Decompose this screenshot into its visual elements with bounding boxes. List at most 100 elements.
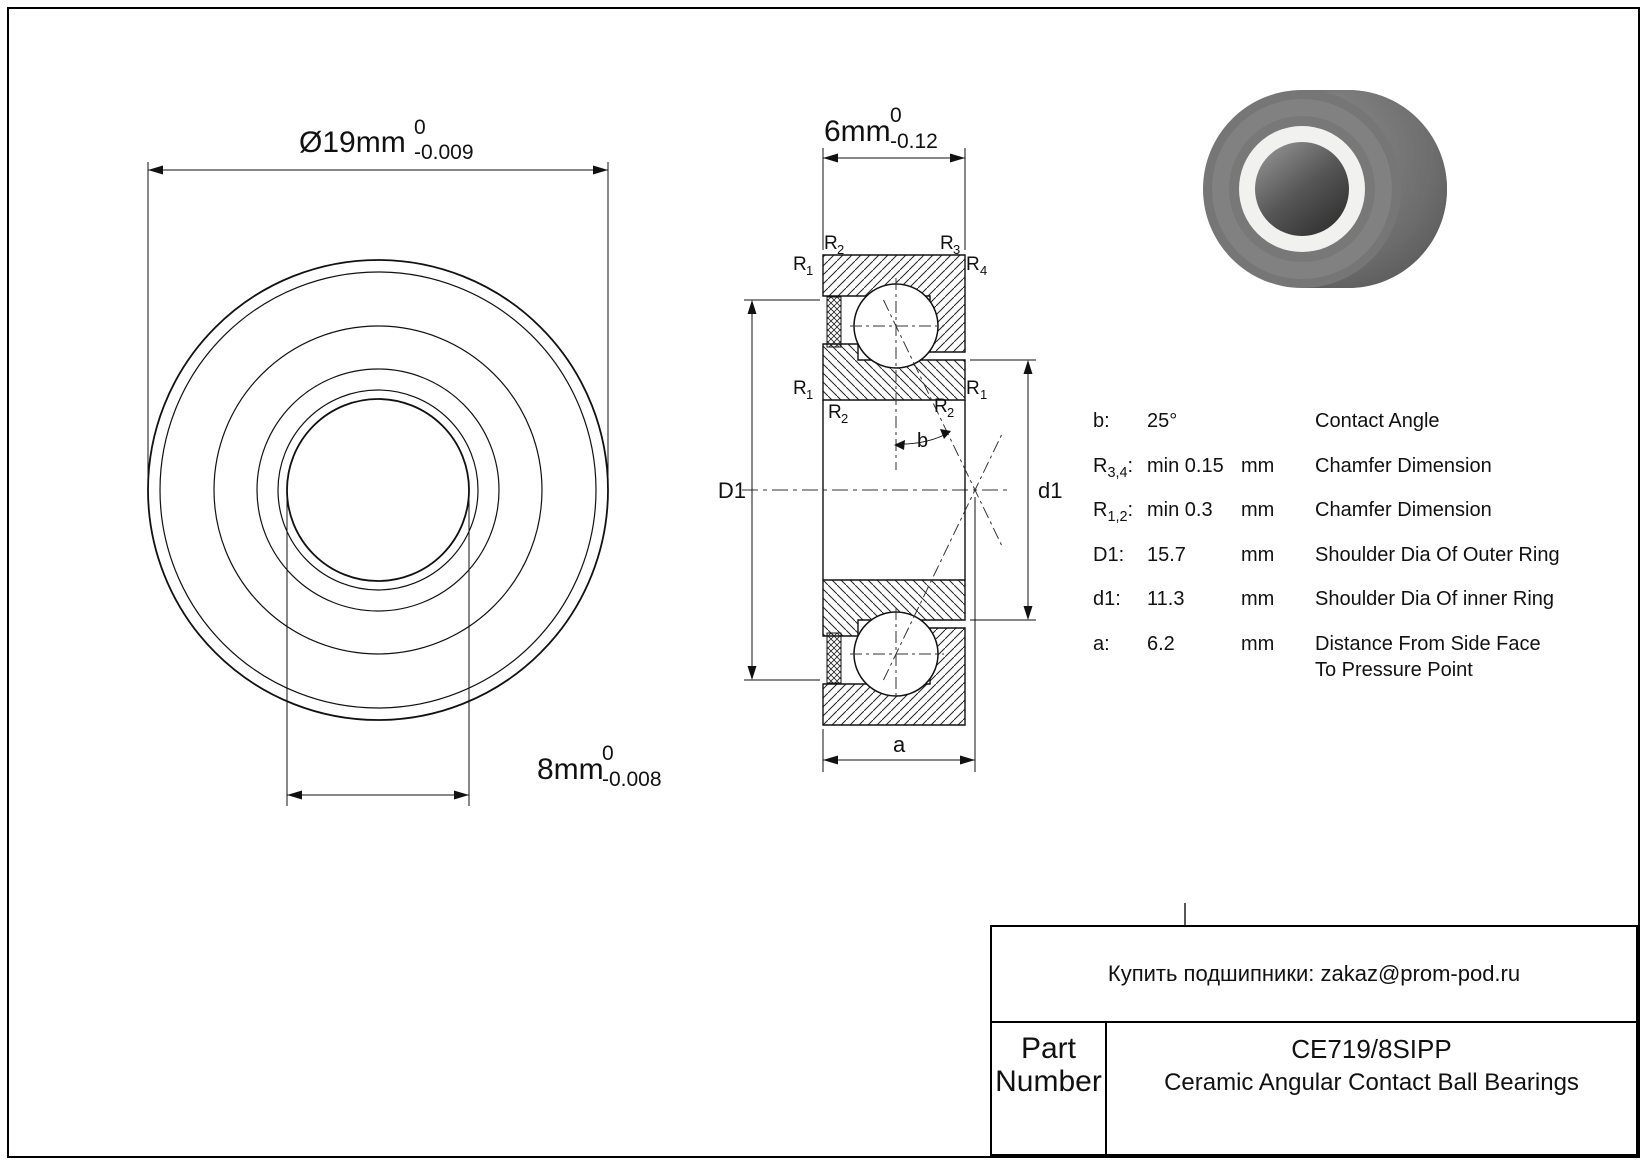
spec-param: D1:	[1093, 543, 1125, 566]
spec-value: 15.7	[1147, 543, 1186, 566]
r1-label: R	[793, 378, 807, 399]
arrowhead	[747, 300, 757, 314]
part-number-label-line1: Part	[1020, 1032, 1077, 1065]
arrowhead	[1023, 606, 1033, 620]
r4-label: R	[966, 254, 980, 275]
seal-inner-circle	[256, 368, 500, 612]
outer-diameter-tol-lower: -0.009	[414, 141, 474, 164]
title-block: Купить подшипники: zakaz@prom-pod.ru Par…	[990, 925, 1638, 1156]
front-view	[147, 259, 609, 721]
r3-sub: 3	[953, 242, 960, 257]
spec-unit: mm	[1241, 454, 1275, 477]
arrowhead	[823, 755, 838, 765]
section-view	[742, 254, 1008, 726]
spec-desc: Distance From Side Face To Pressure Poin…	[1315, 632, 1541, 681]
spec-param: R1,2:	[1093, 499, 1134, 525]
r2-sub: 2	[841, 411, 848, 426]
spec-value: 25°	[1147, 410, 1178, 432]
part-number-cell: CE719/8SIPP Ceramic Angular Contact Ball…	[1107, 1023, 1636, 1154]
spec-param: b:	[1093, 410, 1110, 432]
r4-sub: 4	[980, 263, 987, 278]
inner-ring-edge-circle	[277, 389, 479, 591]
spec-desc: Chamfer Dimension	[1315, 454, 1492, 477]
r2-label: R	[828, 402, 842, 423]
section-dim-text: 6mm 0 -0.12 D1 d1 a b	[718, 104, 1063, 757]
part-number-label-line2: Number	[995, 1065, 1102, 1098]
outer-diameter-tol-upper: 0	[414, 116, 426, 139]
r2-label: R	[934, 396, 948, 417]
bore-tol-lower: -0.008	[602, 768, 662, 791]
bore-circle	[286, 398, 470, 582]
bearing-3d-render	[1203, 90, 1447, 288]
spec-param: R3,4:	[1093, 454, 1134, 481]
r1-sub: 1	[806, 263, 813, 278]
spec-value: 11.3	[1147, 588, 1185, 610]
arrowhead	[148, 165, 163, 175]
spec-row-contact-angle: b: 25° Contact Angle	[1093, 408, 1563, 453]
arrowhead	[287, 790, 302, 800]
spec-table: b: 25° Contact Angle R3,4: min 0.15 mm C…	[1093, 408, 1563, 683]
spec-desc: Contact Angle	[1315, 410, 1440, 432]
seal-section-top	[826, 296, 842, 348]
arrowhead	[894, 440, 905, 450]
spec-row-outer-shoulder: D1: 15.7 mm Shoulder Dia Of Outer Ring	[1093, 542, 1563, 587]
seal-section-bottom	[826, 632, 842, 684]
arrowhead	[940, 429, 951, 439]
contact-info-text: Купить подшипники: zakaz@prom-pod.ru	[1107, 961, 1521, 986]
width-dim-label: 6mm	[824, 115, 891, 148]
spec-desc: Shoulder Dia Of Outer Ring	[1315, 543, 1560, 566]
section-dimensions	[744, 148, 1036, 772]
width-tol-lower: -0.12	[890, 130, 938, 153]
spec-row-chamfer-r34: R3,4: min 0.15 mm Chamfer Dimension	[1093, 453, 1563, 498]
outer-ring-edge-circle	[159, 271, 597, 709]
spec-value: min 0.3	[1147, 499, 1213, 521]
r3-label: R	[940, 233, 954, 254]
spec-row-chamfer-r12: R1,2: min 0.3 mm Chamfer Dimension	[1093, 497, 1563, 542]
r2-sub: 2	[837, 242, 844, 257]
bearing-3d-bore	[1255, 142, 1349, 236]
arrowhead	[823, 153, 838, 163]
r1-label: R	[966, 378, 980, 399]
spec-unit: mm	[1241, 499, 1275, 521]
spec-unit: mm	[1241, 632, 1275, 655]
arrowhead	[593, 165, 608, 175]
width-tol-upper: 0	[890, 104, 902, 127]
contact-angle-label: b	[917, 430, 928, 452]
spec-unit: mm	[1241, 543, 1275, 566]
arrowhead	[454, 790, 469, 800]
outer-diameter-dim-label: Ø19mm	[299, 126, 406, 159]
seal-outer-circle	[213, 325, 543, 655]
outer-shoulder-label: D1	[718, 478, 746, 503]
front-view-dim-text: Ø19mm 0 -0.009 8mm 0 -0.008	[299, 116, 662, 791]
r1-sub: 1	[980, 387, 987, 402]
outer-ring-section-top	[822, 254, 966, 353]
bore-tol-upper: 0	[602, 742, 614, 765]
arrowhead	[960, 755, 975, 765]
spec-param: a:	[1093, 632, 1110, 655]
arrowhead	[1023, 360, 1033, 374]
part-number-label-cell: Part Number	[992, 1023, 1107, 1154]
spec-row-pressure-distance: a: 6.2 mm Distance From Side Face To Pre…	[1093, 631, 1563, 683]
spec-unit: mm	[1241, 588, 1275, 610]
inner-shoulder-label: d1	[1038, 478, 1062, 503]
outer-diameter-circle	[147, 259, 609, 721]
r2-sub: 2	[947, 405, 954, 420]
arrowhead	[950, 153, 965, 163]
spec-desc: Chamfer Dimension	[1315, 499, 1492, 521]
r1-sub: 1	[806, 387, 813, 402]
contact-info-cell: Купить подшипники: zakaz@prom-pod.ru	[992, 927, 1636, 1023]
r1-label: R	[793, 254, 807, 275]
part-description: Ceramic Angular Contact Ball Bearings	[1164, 1069, 1579, 1096]
chamfer-labels: R 1 R 2 R 3 R 4 R 1 R 1 R 2 R 2	[793, 233, 987, 426]
bore-dim-label: 8mm	[537, 753, 604, 786]
part-number-value: CE719/8SIPP	[1291, 1034, 1452, 1064]
pressure-distance-label: a	[893, 732, 906, 757]
spec-desc: Shoulder Dia Of inner Ring	[1315, 588, 1555, 610]
front-view-dimensions	[147, 162, 609, 806]
outer-ring-section-bottom	[822, 627, 966, 726]
spec-row-inner-shoulder: d1: 11.3 mm Shoulder Dia Of inner Ring	[1093, 586, 1563, 631]
spec-param: d1:	[1093, 588, 1121, 610]
part-number-row: Part Number CE719/8SIPP Ceramic Angular …	[992, 1023, 1636, 1154]
